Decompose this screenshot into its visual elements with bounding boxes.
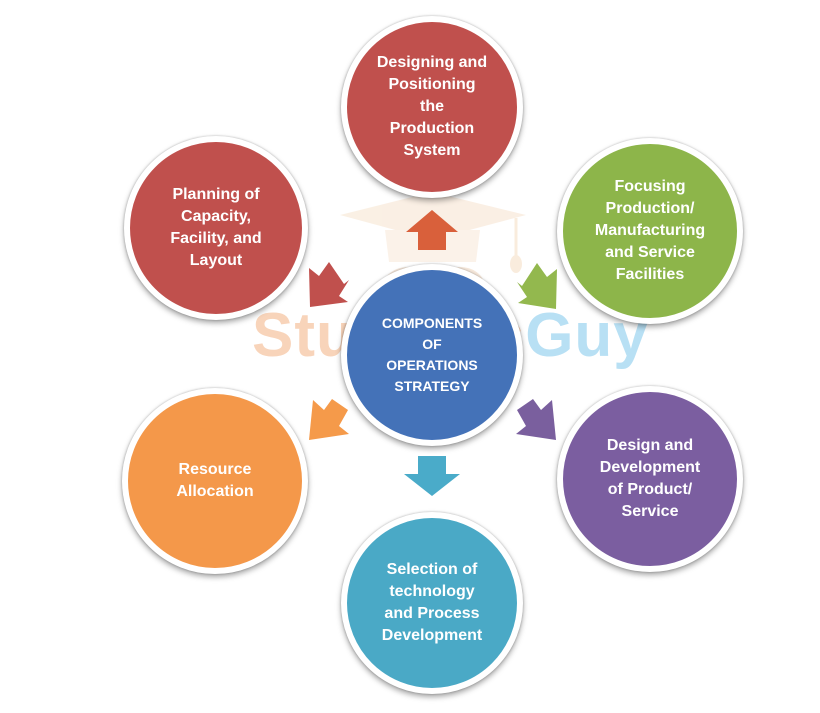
- node-label: Designing and Positioning the Production…: [376, 54, 488, 159]
- arrow-lower-right: [516, 399, 556, 440]
- arrow-down: [404, 456, 460, 496]
- center-label: COMPONENTS OF OPERATIONS STRATEGY: [381, 315, 483, 394]
- node-designing-positioning: Designing and Positioning the Production…: [341, 16, 523, 198]
- node-technology-selection: Selection of technology and Process Deve…: [341, 512, 523, 694]
- node-label: Planning of Capacity, Facility, and Layo…: [170, 186, 262, 269]
- node-focusing-production: Focusing Production/ Manufacturing and S…: [557, 138, 743, 324]
- arrow-up: [406, 210, 458, 250]
- node-label: Design and Development of Product/ Servi…: [599, 437, 701, 520]
- node-design-development: Design and Development of Product/ Servi…: [557, 386, 743, 572]
- node-label: Focusing Production/ Manufacturing and S…: [594, 178, 706, 283]
- arrow-lower-left: [309, 399, 349, 440]
- arrow-upper-left: [309, 262, 349, 307]
- node-label: Resource Allocation: [176, 461, 254, 500]
- arrow-upper-right: [517, 263, 557, 309]
- node-label: Selection of technology and Process Deve…: [381, 561, 483, 644]
- center-node: COMPONENTS OF OPERATIONS STRATEGY: [341, 264, 523, 446]
- node-resource-allocation: Resource Allocation: [122, 388, 308, 574]
- node-planning-capacity: Planning of Capacity, Facility, and Layo…: [124, 136, 308, 320]
